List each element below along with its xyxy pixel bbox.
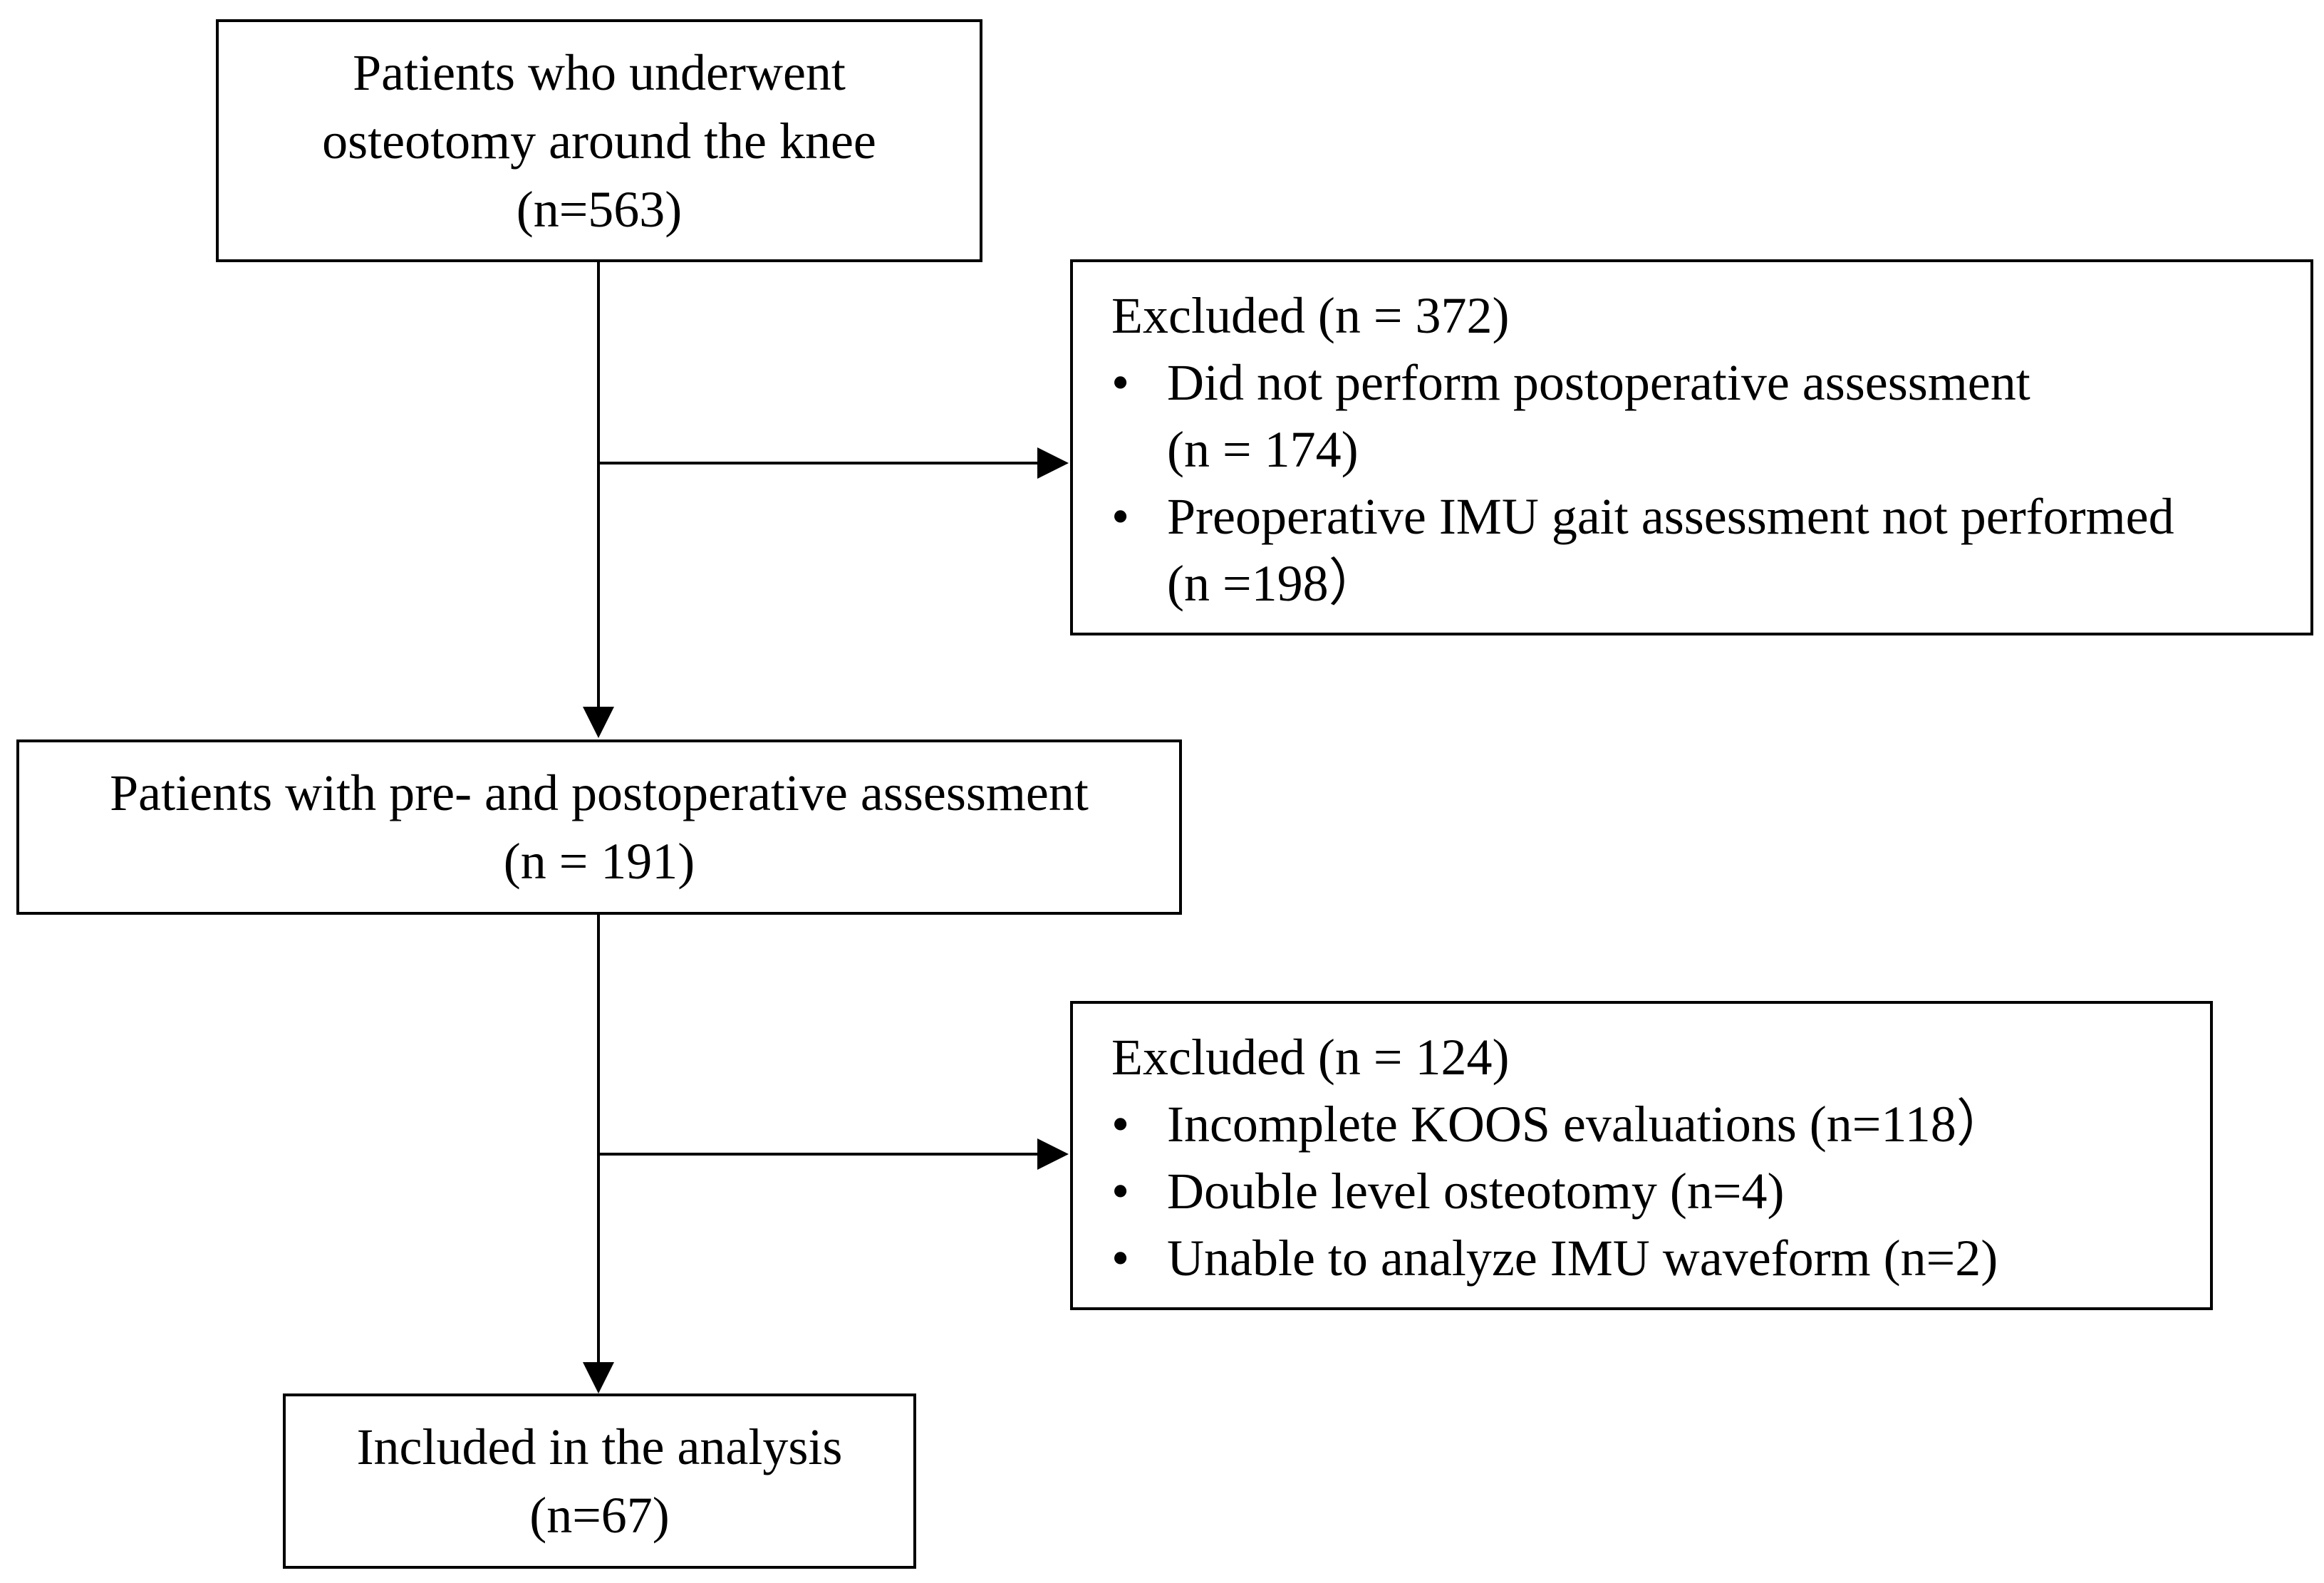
excluded-2-item: • Incomplete KOOS evaluations (n=118） bbox=[1111, 1091, 2210, 1158]
bullet-icon: • bbox=[1111, 354, 1130, 411]
bullet-icon: • bbox=[1111, 1163, 1130, 1220]
assessed-cohort-line1: Patients with pre- and postoperative ass… bbox=[110, 764, 1089, 821]
excluded-2-item: • Double level osteotomy (n=4) bbox=[1111, 1158, 2210, 1225]
excluded-1-item-1-text: Did not perform postoperative assessment bbox=[1167, 354, 2030, 411]
included-cohort-count: (n=67) bbox=[529, 1487, 670, 1544]
excluded-2-item: • Unable to analyze IMU waveform (n=2) bbox=[1111, 1225, 2210, 1292]
excluded-2-item-1-text: Incomplete KOOS evaluations (n=118） bbox=[1167, 1096, 2008, 1153]
initial-cohort-line2: osteotomy around the knee bbox=[322, 112, 876, 170]
initial-cohort-line1: Patients who underwent bbox=[353, 43, 846, 101]
bullet-icon: • bbox=[1111, 1096, 1130, 1153]
excluded-2-item-3-text: Unable to analyze IMU waveform (n=2) bbox=[1167, 1230, 1998, 1287]
arrow-to-excluded-2 bbox=[1037, 1138, 1069, 1170]
excluded-1-item-1-count: (n = 174) bbox=[1167, 421, 1359, 478]
arrow-to-excluded-1 bbox=[1037, 447, 1069, 479]
excluded-box-2: Excluded (n = 124) • Incomplete KOOS eva… bbox=[1070, 1001, 2213, 1310]
assessed-cohort-box: Patients with pre- and postoperative ass… bbox=[16, 739, 1182, 915]
excluded-1-item: • Preoperative IMU gait assessment not p… bbox=[1111, 483, 2310, 617]
excluded-1-item-2-text: Preoperative IMU gait assessment not per… bbox=[1167, 488, 2174, 545]
excluded-box-1: Excluded (n = 372) • Did not perform pos… bbox=[1070, 259, 2313, 635]
excluded-1-item: • Did not perform postoperative assessme… bbox=[1111, 349, 2310, 483]
excluded-2-title: Excluded (n = 124) bbox=[1111, 1029, 1510, 1086]
excluded-2-item-2-text: Double level osteotomy (n=4) bbox=[1167, 1163, 1785, 1220]
included-cohort-box: Included in the analysis (n=67) bbox=[283, 1393, 916, 1569]
excluded-1-title: Excluded (n = 372) bbox=[1111, 287, 1510, 344]
arrow-to-included bbox=[583, 1362, 614, 1393]
arrow-to-assessed bbox=[583, 707, 614, 738]
initial-cohort-box: Patients who underwent osteotomy around … bbox=[216, 19, 982, 262]
bullet-icon: • bbox=[1111, 488, 1130, 545]
initial-cohort-count: (n=563) bbox=[516, 180, 683, 238]
excluded-1-item-2-count: (n =198） bbox=[1167, 555, 1380, 612]
bullet-icon: • bbox=[1111, 1230, 1130, 1287]
included-cohort-line1: Included in the analysis bbox=[356, 1418, 843, 1475]
assessed-cohort-count: (n = 191) bbox=[503, 833, 695, 890]
